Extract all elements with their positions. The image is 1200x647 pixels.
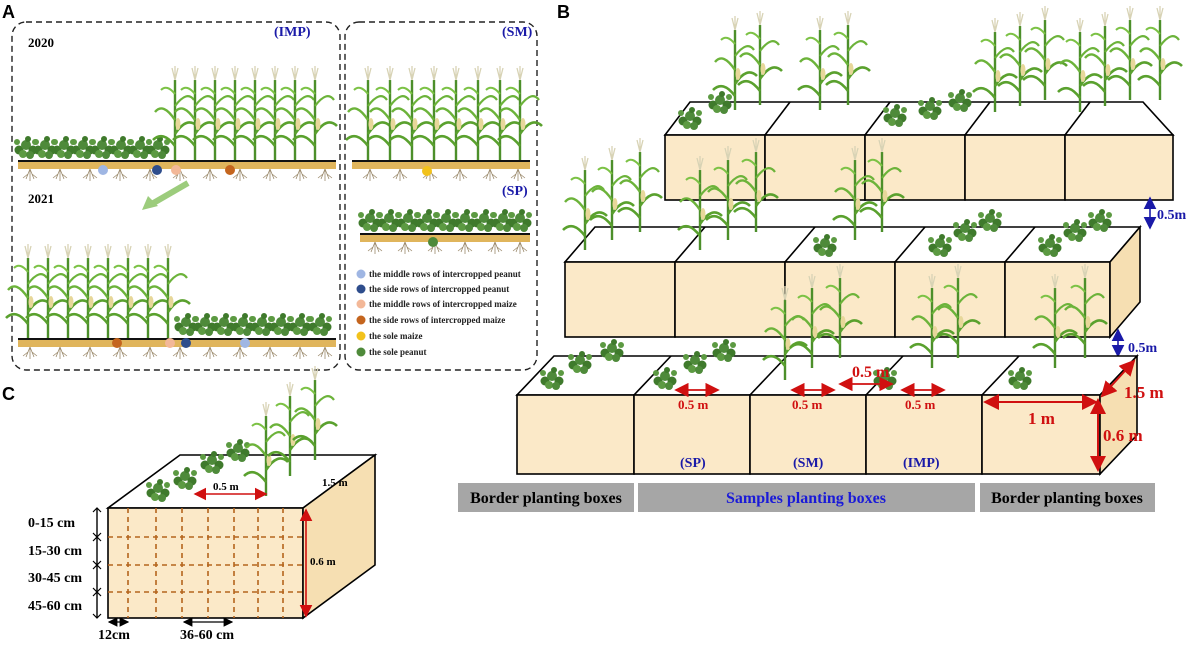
sampling-grid [108, 508, 303, 618]
sm-label: (SM) [502, 25, 533, 40]
sole-crop-frame [344, 21, 538, 371]
legend-item: the side rows of intercropped maize [356, 315, 505, 325]
sample-bar [638, 483, 975, 512]
legend-swatch [356, 331, 366, 341]
marker-middle-maize [171, 165, 181, 175]
legend-swatch [356, 315, 366, 325]
legend: the middle rows of intercropped peanut t… [356, 269, 521, 357]
depth-layer-label: 0-15 cm [28, 516, 75, 531]
grid-gap-label: 36-60 cm [180, 628, 234, 643]
box-label-sm: (SM) [793, 456, 824, 471]
panel-c: C 0.5 m 1.5 m 0.6 m 0-15 c [2, 364, 378, 643]
marker-sole-peanut [428, 237, 438, 247]
panel-b-label: B [557, 2, 570, 22]
border-bar-left-label: Border planting boxes [470, 490, 622, 507]
legend-label: the middle rows of intercropped peanut [369, 269, 521, 279]
legend-item: the sole peanut [356, 347, 427, 357]
legend-label: the middle rows of intercropped maize [369, 299, 517, 309]
roots-2021 [22, 346, 333, 360]
box-label-imp: (IMP) [903, 456, 940, 471]
intercrop-frame [11, 21, 341, 371]
c-depth-label: 0.6 m [310, 556, 336, 568]
scene-2020 [14, 64, 339, 182]
legend-item: the sole maize [356, 331, 422, 341]
legend-swatch [356, 284, 366, 294]
legend-item: the side rows of intercropped peanut [356, 284, 509, 294]
imp-label: (IMP) [274, 25, 311, 40]
gap-label-upper: 0.5m [1157, 208, 1187, 223]
sp-label: (SP) [502, 184, 528, 199]
panel-a-label: A [2, 2, 15, 22]
depth-axis-ticks [92, 507, 102, 619]
panel-b: B [458, 2, 1187, 512]
marker-sole-maize [422, 166, 432, 176]
marker-side-maize-2021 [112, 338, 122, 348]
maize-rows-2021 [4, 242, 192, 340]
dim-label-depth: 0.6 m [1103, 426, 1143, 445]
legend-label: the side rows of intercropped maize [369, 315, 505, 325]
sole-peanut-scene [358, 209, 532, 255]
legend-swatch [356, 347, 366, 357]
marker-middle-peanut [98, 165, 108, 175]
border-bar-left [458, 483, 634, 512]
maize-rows-2020 [151, 64, 339, 162]
peanut-rows-2020 [14, 136, 170, 159]
legend-item: the middle rows of intercropped peanut [356, 269, 521, 279]
marker-middle-maize-2021 [165, 338, 175, 348]
sample-bar-label: Samples planting boxes [726, 490, 886, 507]
legend-label: the side rows of intercropped peanut [369, 284, 509, 294]
box-label-sp: (SP) [680, 456, 706, 471]
gap-label-lower: 0.5m [1128, 341, 1158, 356]
marker-side-peanut [152, 165, 162, 175]
marker-side-peanut-2021 [181, 338, 191, 348]
dim-arrow-length [1100, 359, 1136, 398]
legend-item: the middle rows of intercropped maize [356, 299, 517, 309]
year-2020-label: 2020 [28, 35, 54, 50]
rotation-arrow-head [142, 196, 158, 210]
legend-label: the sole peanut [369, 347, 427, 357]
dim-label-imp-a: 0.5 m [852, 364, 890, 381]
dim-label-imp-b: 0.5 m [905, 397, 936, 412]
dim-label-length: 1.5 m [1124, 383, 1164, 402]
rotation-arrow [148, 180, 190, 208]
dim-label-sp: 0.5 m [678, 397, 709, 412]
c-row-spacing-label: 0.5 m [213, 481, 239, 493]
year-2021-label: 2021 [28, 191, 54, 206]
marker-middle-peanut-2021 [240, 338, 250, 348]
dim-label-width: 1 m [1028, 409, 1055, 428]
border-bar-right [980, 483, 1155, 512]
peanut-rows-2021 [174, 313, 332, 336]
legend-swatch [356, 299, 366, 309]
border-bar-right-label: Border planting boxes [991, 490, 1143, 507]
sole-maize-scene [344, 64, 544, 182]
soil-box-front [107, 507, 304, 619]
panel-c-label: C [2, 384, 15, 404]
legend-swatch [356, 269, 366, 279]
panel-a: A 2020 (IMP) [2, 2, 544, 371]
c-length-label: 1.5 m [322, 477, 348, 489]
dim-label-sm: 0.5 m [792, 397, 823, 412]
legend-label: the sole maize [369, 331, 422, 341]
depth-layer-label: 30-45 cm [28, 571, 82, 586]
edge-gap-label: 12cm [98, 628, 130, 643]
depth-layer-label: 15-30 cm [28, 544, 82, 559]
depth-layer-label: 45-60 cm [28, 599, 82, 614]
marker-side-maize [225, 165, 235, 175]
soil-strip-2020 [18, 161, 336, 169]
scene-2021 [4, 242, 336, 360]
box-row-top [663, 4, 1184, 201]
soil-strip-2021 [18, 339, 336, 347]
